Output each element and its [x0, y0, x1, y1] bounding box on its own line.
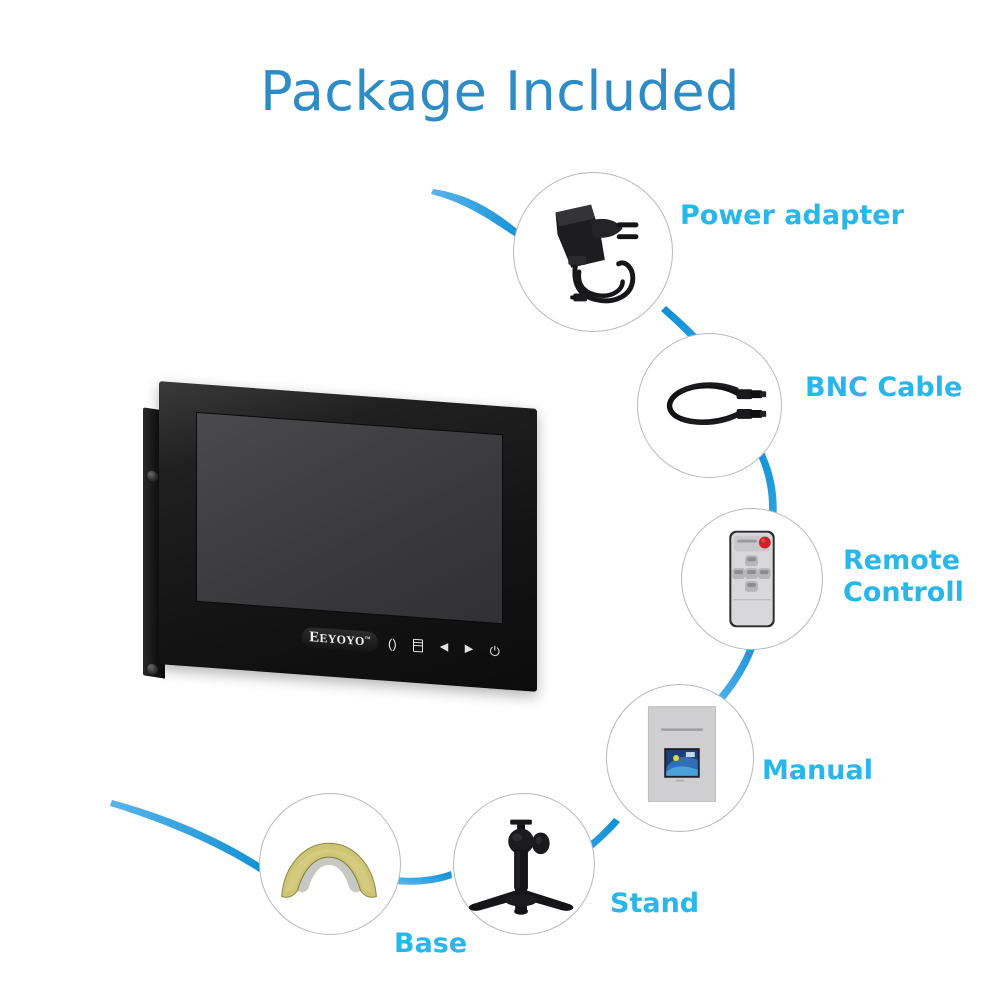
bnc-cable-image: [666, 382, 767, 425]
remote-control-image: [729, 530, 775, 628]
monitor-screw-bottom: [147, 662, 158, 676]
label-stand: Stand: [610, 888, 700, 919]
monitor-control-buttons: () ◀ ▶ ⏻: [388, 634, 500, 660]
monitor-body: EEYOYO™ () ◀ ▶ ⏻: [159, 381, 537, 692]
lcd-monitor: EEYOYO™ () ◀ ▶ ⏻: [143, 381, 538, 692]
label-base: Base: [394, 928, 468, 959]
source-button[interactable]: (): [388, 635, 397, 652]
brand-label: EEYOYO™: [309, 628, 371, 648]
left-button[interactable]: ◀: [439, 640, 449, 653]
connector-stand-to-base: [397, 871, 452, 885]
label-power-adapter: Power adapter: [680, 200, 904, 231]
callout-base: [259, 793, 401, 935]
right-button[interactable]: ▶: [464, 642, 474, 655]
callout-bnc-cable: [637, 333, 782, 478]
power-adapter-image: [555, 204, 639, 304]
base-image: [281, 842, 377, 898]
manual-image: [647, 706, 717, 802]
monitor-screen: [196, 411, 503, 625]
stand-image: [468, 819, 574, 915]
callout-remote-controll: [681, 508, 823, 650]
trademark-mark: ™: [364, 635, 371, 643]
callout-manual: [606, 684, 754, 832]
page-title: Package Included: [260, 60, 740, 123]
callout-power-adapter: [513, 172, 673, 332]
callout-stand: [453, 793, 595, 935]
connector-to-base: [110, 800, 272, 878]
power-button[interactable]: ⏻: [489, 642, 500, 659]
label-remote-controll: Remote Controll: [843, 545, 964, 608]
menu-button[interactable]: [413, 638, 424, 653]
monitor-screw-top: [147, 469, 158, 483]
brand-plate: EEYOYO™: [302, 626, 378, 653]
brand-name: EYOYO: [319, 630, 365, 648]
label-bnc-cable: BNC Cable: [805, 372, 963, 403]
label-manual: Manual: [762, 755, 874, 786]
